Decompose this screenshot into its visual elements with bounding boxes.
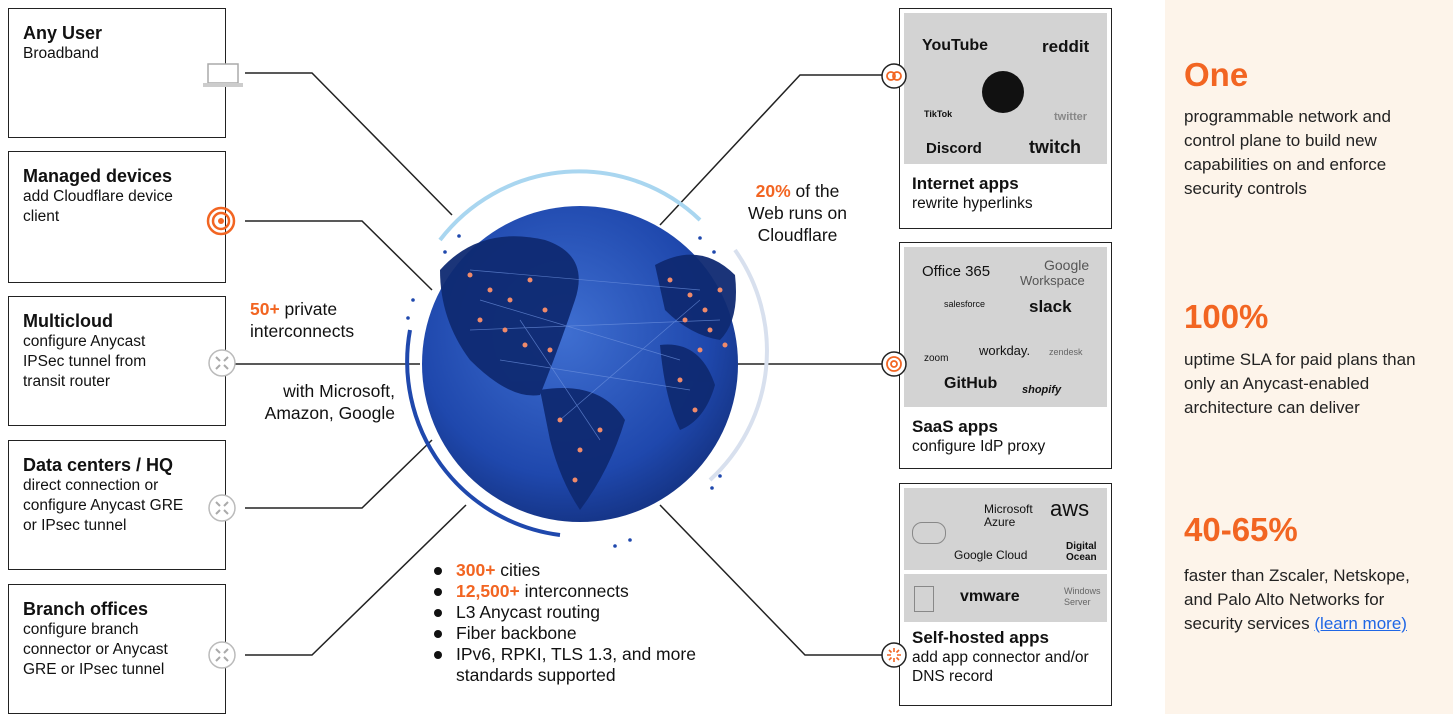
discord-logo: Discord (926, 140, 982, 157)
list-item: 12,500+ interconnects (430, 581, 736, 602)
shopify-logo: shopify (1022, 384, 1062, 396)
stat-desc: uptime SLA for paid plans than only an A… (1184, 350, 1416, 417)
box-desc: add app connector and/or DNS record (912, 649, 1089, 685)
box-desc: add Cloudflare device client (23, 188, 173, 225)
box-title: SaaS apps (912, 417, 998, 436)
vmware-logo: vmware (960, 588, 1020, 605)
office365-logo: Office 365 (922, 263, 991, 280)
ocean-logo: Ocean (1066, 552, 1097, 563)
web-share-label: 20% of the Web runs on Cloudflare (748, 181, 847, 245)
box-title: Managed devices (23, 166, 173, 186)
connector-icon (881, 642, 907, 668)
laptop-icon (203, 63, 243, 87)
reddit-logo: reddit (1042, 37, 1090, 56)
cloud-icon (912, 522, 946, 544)
digital-logo: Digital (1066, 541, 1097, 552)
google-cloud-logo: Google Cloud (954, 548, 1028, 562)
box-title: Data centers / HQ (23, 455, 174, 475)
internet-logos: YouTube reddit TikTok twitter Discord tw… (904, 13, 1107, 164)
tiktok-logo: TikTok (924, 109, 953, 119)
github-logo: GitHub (944, 375, 998, 392)
box-desc: Broadband (23, 45, 99, 62)
facebook-icon (982, 71, 1024, 113)
stat-desc: faster than Zscaler, Netskope, and Palo … (1184, 566, 1410, 633)
box-data-centers: Data centers / HQ direct connection or c… (8, 440, 226, 570)
list-item: IPv6, RPKI, TLS 1.3, and more standards … (430, 644, 736, 686)
list-item: L3 Anycast routing (430, 602, 736, 623)
zendesk-logo: zendesk (1049, 347, 1083, 357)
interconnects-label: 50+ private interconnects (250, 299, 355, 341)
onprem-logos: vmware Windows Server (904, 574, 1107, 622)
box-managed-devices: Managed devices add Cloudflare device cl… (8, 151, 226, 283)
stat-value: 40-65% (1184, 511, 1298, 548)
salesforce-logo: salesforce (944, 299, 986, 309)
zoom-logo: zoom (924, 353, 949, 364)
box-title: Multicloud (23, 311, 113, 331)
aws-logo: aws (1050, 496, 1090, 521)
server-logo: Server (1064, 597, 1091, 607)
box-desc: configure branch connector or Anycast GR… (23, 621, 168, 678)
box-self-hosted-apps: Microsoft Azure aws Google Cloud Digital… (899, 483, 1112, 706)
list-item: Fiber backbone (430, 623, 736, 644)
box-title: Self-hosted apps (912, 628, 1049, 647)
saas-logos: Office 365 Google Workspace salesforce s… (904, 247, 1107, 407)
azure-logo: Azure (984, 515, 1016, 529)
twitch-logo: twitch (1029, 137, 1081, 157)
tunnel-icon (208, 349, 236, 377)
interconnects-partners: with Microsoft, Amazon, Google (264, 381, 395, 423)
box-desc: rewrite hyperlinks (912, 195, 1033, 212)
fingerprint-icon (881, 351, 907, 377)
stat-desc: programmable network and control plane t… (1184, 107, 1391, 198)
link-icon (881, 63, 907, 89)
cloud-logos: Microsoft Azure aws Google Cloud Digital… (904, 488, 1107, 570)
workspace-logo: Workspace (1020, 273, 1085, 288)
learn-more-link[interactable]: (learn more) (1314, 614, 1407, 633)
box-saas-apps: Office 365 Google Workspace salesforce s… (899, 242, 1112, 469)
box-branch-offices: Branch offices configure branch connecto… (8, 584, 226, 714)
cloudflare-client-icon (206, 206, 236, 236)
tunnel-icon (208, 494, 236, 522)
workday-logo: workday. (979, 343, 1031, 358)
box-desc: configure IdP proxy (912, 438, 1046, 455)
stats-panel: One programmable network and control pla… (1165, 0, 1453, 714)
windows-logo: Windows (1064, 586, 1101, 596)
box-internet-apps: YouTube reddit TikTok twitter Discord tw… (899, 8, 1112, 229)
microsoft-logo: Microsoft (984, 502, 1033, 516)
twitter-logo: twitter (1054, 111, 1087, 123)
network-facts: 300+ cities 12,500+ interconnects L3 Any… (430, 560, 736, 686)
tunnel-icon (208, 641, 236, 669)
box-title: Any User (23, 23, 103, 43)
youtube-logo: YouTube (922, 37, 989, 54)
box-title: Branch offices (23, 599, 149, 619)
slack-logo: slack (1029, 297, 1072, 316)
box-desc: direct connection or configure Anycast G… (23, 477, 184, 534)
box-any-user: Any User Broadband (8, 8, 226, 138)
google-logo: Google (1044, 257, 1090, 273)
list-item: 300+ cities (430, 560, 736, 581)
box-title: Internet apps (912, 174, 1019, 193)
stat-value: 100% (1184, 298, 1269, 335)
building-icon (914, 586, 934, 612)
stat-value: One (1184, 56, 1249, 93)
box-desc: configure Anycast IPSec tunnel from tran… (23, 333, 147, 390)
box-multicloud: Multicloud configure Anycast IPSec tunne… (8, 296, 226, 426)
